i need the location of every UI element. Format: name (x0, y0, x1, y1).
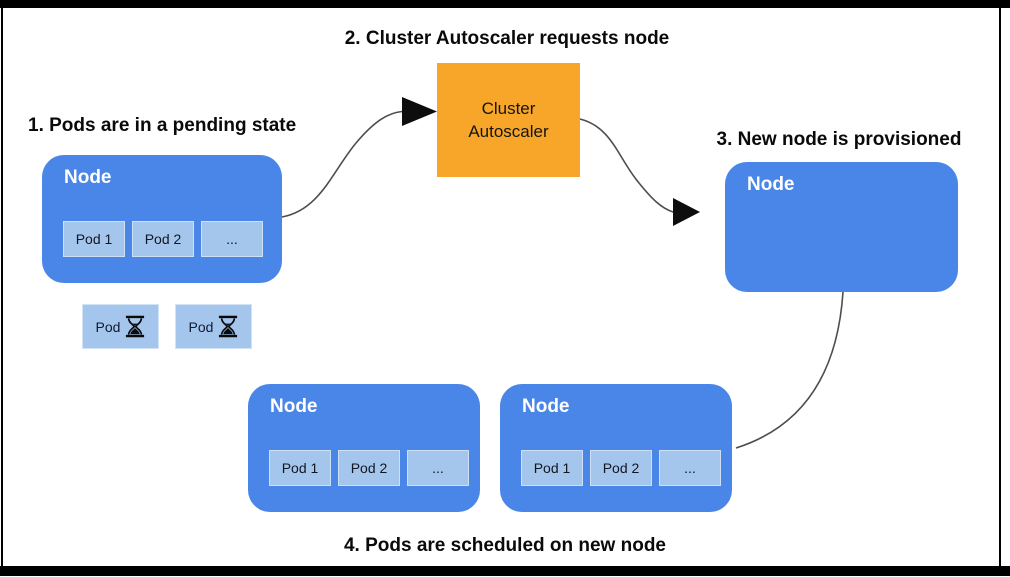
arrowhead-newnode-icon (673, 198, 700, 226)
pod-chip: Pod 2 (590, 450, 652, 486)
cluster-autoscaler-box: Cluster Autoscaler (437, 63, 580, 177)
node-new: Node (725, 162, 958, 292)
node-title: Node (64, 167, 112, 188)
node-title: Node (522, 396, 570, 417)
node-scheduled-right: Node Pod 1 Pod 2 ... (500, 384, 732, 512)
pods-row: Pod 1 Pod 2 ... (269, 450, 469, 486)
connector-newnode-to-scheduled (735, 291, 844, 449)
pods-row: Pod 1 Pod 2 ... (521, 450, 721, 486)
hourglass-icon (126, 315, 145, 338)
pod-chip: Pod 2 (338, 450, 400, 486)
pending-pod: Pod (175, 304, 252, 349)
hourglass-icon (219, 315, 238, 338)
pending-pod-label: Pod (188, 318, 214, 335)
pod-chip: Pod 1 (63, 221, 125, 257)
connector-pending-to-autoscaler (281, 110, 403, 218)
caption-step2: 2. Cluster Autoscaler requests node (344, 28, 670, 49)
node-pending: Node Pod 1 Pod 2 ... (42, 155, 282, 283)
frame-top-bar (0, 0, 1010, 8)
pending-pod: Pod (82, 304, 159, 349)
node-scheduled-left: Node Pod 1 Pod 2 ... (248, 384, 480, 512)
pod-chip: ... (407, 450, 469, 486)
node-title: Node (747, 174, 795, 195)
pods-row: Pod 1 Pod 2 ... (63, 221, 263, 257)
pod-chip: Pod 1 (269, 450, 331, 486)
frame-right-border (999, 8, 1001, 566)
pending-pod-label: Pod (95, 318, 121, 335)
arrowhead-autoscaler-icon (402, 97, 437, 126)
frame-left-border (1, 8, 3, 566)
caption-step1: 1. Pods are in a pending state (28, 115, 297, 136)
autoscaler-label-line2: Autoscaler (468, 122, 549, 141)
connector-autoscaler-to-newnode (579, 118, 674, 213)
pod-chip: Pod 2 (132, 221, 194, 257)
node-title: Node (270, 396, 318, 417)
autoscaler-label-line1: Cluster (481, 99, 536, 118)
caption-step3: 3. New node is provisioned (716, 129, 962, 150)
pod-chip: ... (201, 221, 263, 257)
pod-chip: ... (659, 450, 721, 486)
pod-chip: Pod 1 (521, 450, 583, 486)
frame-bottom-bar (0, 566, 1010, 576)
caption-step4: 4. Pods are scheduled on new node (343, 535, 667, 556)
